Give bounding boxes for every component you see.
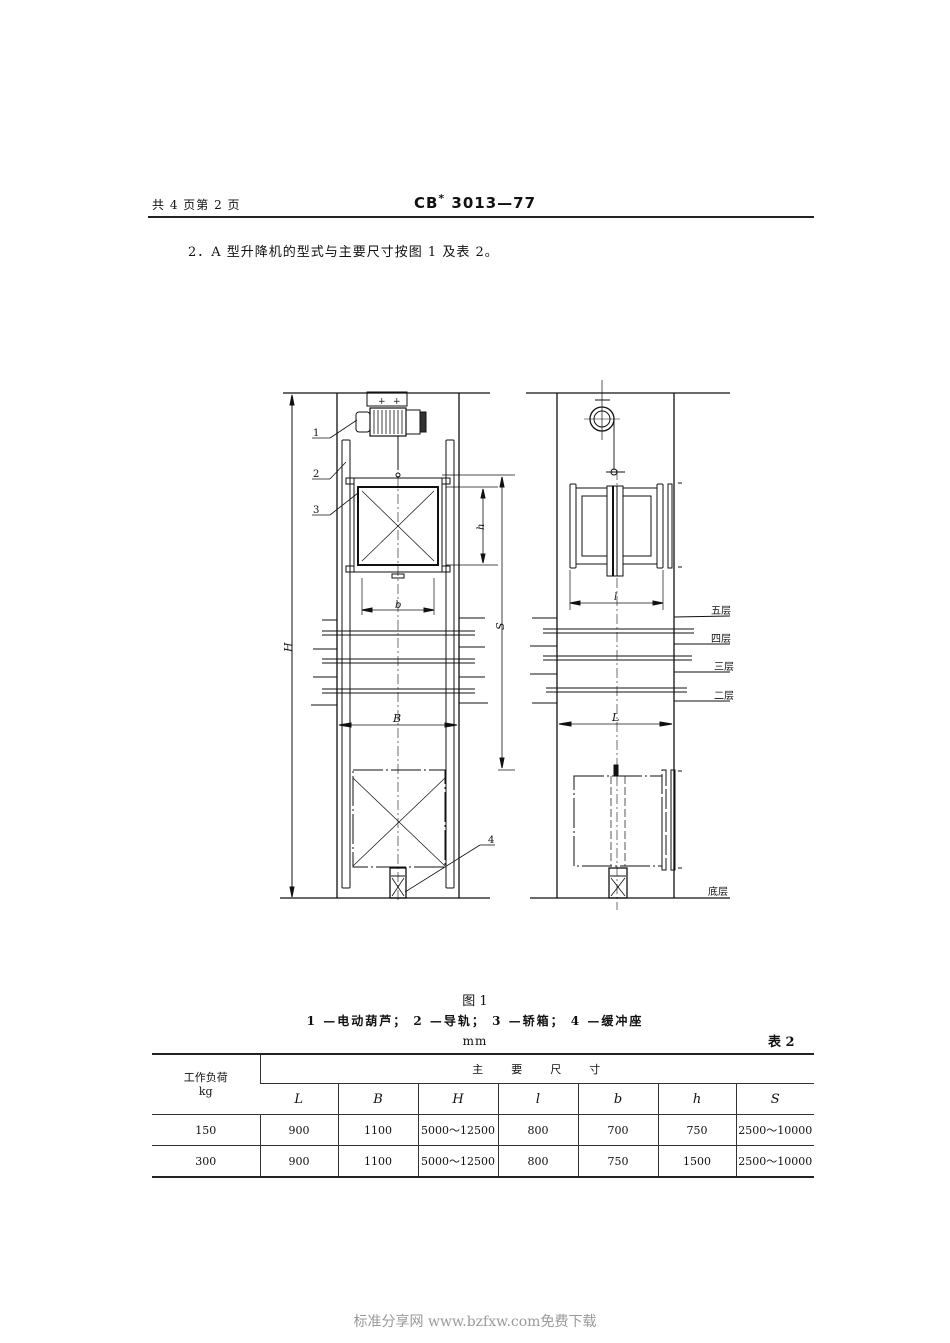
col-header-H: H — [417, 1083, 498, 1115]
cell-h: 1500 — [657, 1145, 736, 1178]
page-info: 共 4 页第 2 页 — [152, 198, 241, 212]
callout-4: 4 — [488, 835, 494, 846]
figure-legend: 1 —电动葫芦； 2 —导轨； 3 —轿箱； 4 —缓冲座 — [306, 1014, 644, 1028]
cell-load: 300 — [152, 1145, 260, 1178]
standard-number: 3013—77 — [445, 194, 537, 212]
front-view: + + — [280, 391, 515, 900]
dim-L: L — [611, 711, 619, 724]
header-load-unit: kg — [198, 1084, 213, 1098]
table-row: 150 900 1100 5000～12500 800 700 750 2500… — [152, 1114, 814, 1146]
callout-1: 1 — [313, 428, 319, 439]
cell-load: 150 — [152, 1114, 260, 1146]
col-header-l: l — [497, 1083, 578, 1115]
dim-l: l — [614, 592, 617, 603]
dim-h: h — [476, 524, 487, 530]
intro-paragraph: 2．A 型升降机的型式与主要尺寸按图 1 及表 2。 — [188, 245, 499, 260]
header-load: 工作负荷 kg — [152, 1053, 260, 1115]
floor-label-4: 四层 — [711, 633, 731, 645]
cell-B: 1100 — [337, 1114, 418, 1146]
col-header-L: L — [260, 1083, 338, 1115]
callout-2: 2 — [313, 469, 319, 480]
dim-b: b — [395, 600, 401, 611]
cell-S: 2500～10000 — [735, 1145, 814, 1178]
figure-title: 图 1 — [462, 994, 488, 1009]
dim-B: B — [392, 712, 401, 725]
header-load-label: 工作负荷 — [183, 1070, 228, 1084]
floor-label-2: 二层 — [714, 690, 734, 702]
standard-code: CB* 3013—77 — [0, 192, 950, 212]
dim-H: H — [282, 642, 295, 653]
dim-S: S — [494, 622, 507, 630]
table-unit: mm — [462, 1034, 488, 1048]
dimensions-table: 工作负荷 kg 主 要 尺 寸 L B H l b h S 150 900 11… — [152, 1053, 814, 1178]
floor-label-ground: 底层 — [708, 885, 728, 898]
cell-h: 750 — [657, 1114, 736, 1146]
cell-b: 750 — [577, 1145, 658, 1178]
cell-H: 5000～12500 — [417, 1145, 498, 1178]
col-header-B: B — [337, 1083, 418, 1115]
svg-text:+: + — [378, 397, 386, 407]
cell-b: 700 — [577, 1114, 658, 1146]
col-header-h: h — [657, 1083, 736, 1115]
header-main-dimensions: 主 要 尺 寸 — [259, 1053, 814, 1084]
callout-3: 3 — [313, 505, 319, 516]
standard-sup: * — [438, 192, 446, 205]
watermark: 标准分享网 www.bzfxw.com免费下载 — [353, 1314, 597, 1330]
floor-label-3: 三层 — [714, 661, 734, 673]
table-label: 表 2 — [768, 1035, 795, 1050]
cell-L: 900 — [259, 1145, 338, 1178]
col-header-b: b — [577, 1083, 658, 1115]
floor-label-5: 五层 — [711, 605, 731, 617]
table-row: 300 900 1100 5000～12500 800 750 1500 250… — [152, 1145, 814, 1178]
elevator-drawing: + + — [280, 380, 734, 910]
cell-L: 900 — [259, 1114, 338, 1146]
header-rule — [148, 216, 814, 218]
standard-prefix: CB — [413, 194, 439, 212]
cell-l: 800 — [497, 1145, 578, 1178]
cell-S: 2500～10000 — [735, 1114, 814, 1146]
side-view — [526, 380, 731, 910]
col-header-S: S — [735, 1083, 814, 1115]
svg-text:+: + — [393, 397, 401, 407]
cell-H: 5000～12500 — [417, 1114, 498, 1146]
cell-B: 1100 — [337, 1145, 418, 1178]
cell-l: 800 — [497, 1114, 578, 1146]
